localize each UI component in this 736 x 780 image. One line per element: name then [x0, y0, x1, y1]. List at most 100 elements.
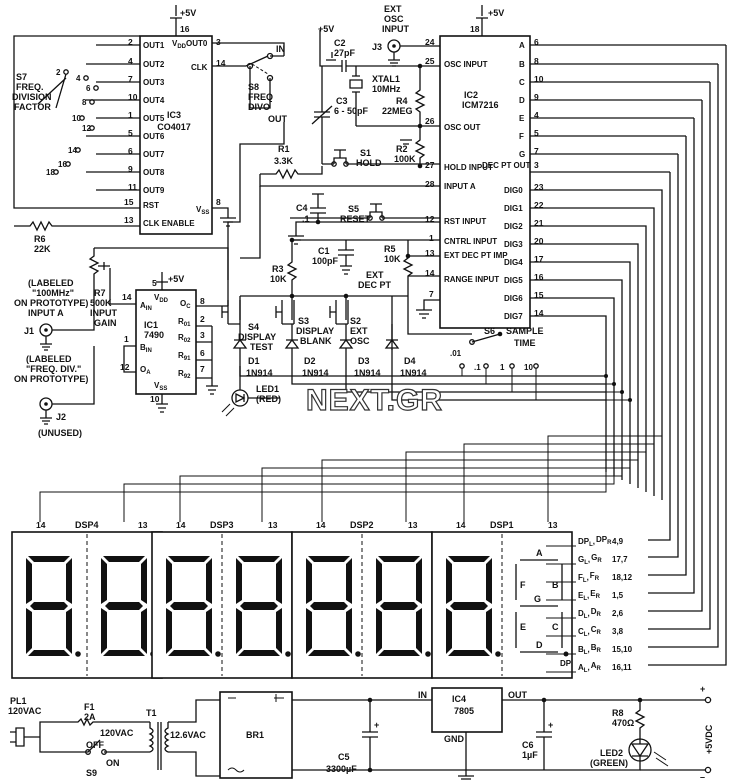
- j3-name: J3: [372, 42, 382, 52]
- s2-line2: EXT: [350, 326, 368, 336]
- ic1-ain-label: AIN: [140, 301, 152, 312]
- segment: [306, 608, 312, 654]
- s4-name: S4: [248, 322, 259, 332]
- xtal-value: 10MHz: [372, 84, 401, 94]
- c3-value: 6 - 50pF: [334, 106, 369, 116]
- digit: [376, 556, 431, 657]
- ic3-pin-vss: 8: [216, 197, 221, 207]
- segment: [486, 558, 492, 604]
- segment-bus-pins: 15,10: [612, 645, 633, 654]
- ic2-osc-input: OSC INPUT: [444, 60, 488, 69]
- br1-name: BR1: [246, 730, 264, 740]
- ic1-pin-oa: 12: [120, 362, 130, 372]
- s9-off[interactable]: OFF: [86, 740, 104, 750]
- c6-value: 1µF: [522, 750, 538, 760]
- r7-input-gain-pot[interactable]: R7 500K INPUT GAIN: [88, 247, 229, 328]
- s4-display-test-switch[interactable]: S4 DISPLAY TEST: [221, 300, 276, 352]
- ext-dec-pt-line1: EXT: [366, 270, 384, 280]
- segment-bus-label: GL,GR: [578, 553, 602, 566]
- seg-c-label: C: [552, 622, 559, 632]
- s7-position: 4: [76, 74, 81, 83]
- ic1-r01-label: R01: [178, 317, 191, 328]
- s3-display-blank-switch[interactable]: S3 DISPLAY BLANK: [275, 300, 334, 346]
- ic2-seg-pin: 6: [534, 37, 539, 47]
- s5-reset-switch[interactable]: S5 RESET: [290, 203, 440, 224]
- ic2-dig-pin: 22: [534, 200, 544, 210]
- ic1-supply: +5V: [168, 274, 184, 284]
- xtal-name: XTAL1: [372, 74, 400, 84]
- display-name: DSP1: [490, 520, 514, 530]
- segment: [28, 556, 70, 562]
- ic2-ext-dec-pt-imp: EXT DEC PT IMP: [444, 251, 508, 260]
- ic2-pin-gnd: 7: [429, 289, 434, 299]
- s6-contact: [483, 363, 489, 369]
- ic2-counter: IC2 ICM7216 OSC INPUT OSC OUT HOLD INPUT…: [416, 5, 544, 329]
- ic3-vss-label: VSS: [196, 205, 209, 216]
- decimal-point: [355, 651, 361, 657]
- j2-freq-div-jack[interactable]: (LABELED "FREQ. DIV." ON PROTOTYPE) J2 (…: [14, 346, 95, 438]
- led1-name: LED1: [256, 384, 279, 394]
- ic2-dig-label: DIG0: [504, 186, 523, 195]
- ic2-dig-pin: 20: [534, 236, 544, 246]
- diode-3: [338, 324, 606, 393]
- t1-primary: 120VAC: [100, 728, 134, 738]
- ic4-part: 7805: [454, 706, 474, 716]
- digit: [166, 556, 221, 657]
- s8-freq-div-switch[interactable]: IN S8 FREQ DIVO OUT: [212, 42, 288, 124]
- segment: [168, 556, 210, 562]
- ic3-supply: +5V: [180, 8, 196, 18]
- segment: [276, 558, 282, 604]
- r1-value: 3.3K: [274, 156, 294, 166]
- s6-line2: SAMPLE: [506, 326, 544, 336]
- j3-ext-osc-input[interactable]: EXT OSC INPUT J3: [372, 4, 440, 67]
- bus-wire: [648, 136, 687, 576]
- segment: [376, 558, 382, 604]
- dig-wire: [530, 297, 615, 476]
- r1-name: R1: [278, 144, 290, 154]
- ic2-pin-dec-pt: 3: [534, 160, 539, 170]
- ic2-dec-pt-out: DEC PT OUT: [482, 161, 531, 170]
- diode-4: [384, 324, 606, 401]
- ic2-seg-pin: 4: [534, 110, 539, 120]
- segment: [308, 650, 350, 656]
- s1-hold-switch[interactable]: S1 HOLD: [322, 148, 440, 169]
- s3-name: S3: [298, 316, 309, 326]
- s6-wire: [485, 368, 614, 385]
- pl1-vac: 120VAC: [8, 706, 42, 716]
- j1-input-a-jack[interactable]: (LABELED "100MHz" ON PROTOTYPE) INPUT A …: [14, 278, 95, 351]
- ic4-name: IC4: [452, 694, 466, 704]
- r4-value: 22MEG: [382, 106, 413, 116]
- ic3-out-pin: 9: [128, 164, 133, 174]
- r7-name: R7: [94, 288, 106, 298]
- display-pin-right: 13: [408, 520, 418, 530]
- display-pin-right: 13: [268, 520, 278, 530]
- segment: [103, 556, 145, 562]
- segment: [276, 608, 282, 654]
- supply-output: +5VDC: [704, 724, 714, 754]
- ic2-dig-label: DIG5: [504, 276, 523, 285]
- ic2-seg-label: A: [519, 41, 525, 50]
- c2-value: 27pF: [334, 48, 356, 58]
- dig-wire: [179, 475, 623, 522]
- ic3-out-label: OUT6: [143, 132, 165, 141]
- j1-note2: "100MHz": [32, 288, 74, 298]
- s6-position: 1: [500, 363, 505, 372]
- ic2-dig-label: DIG6: [504, 294, 523, 303]
- s9-on[interactable]: ON: [106, 758, 120, 768]
- segment-bus-label: BL,BR: [578, 643, 601, 656]
- dig-wire: [123, 476, 615, 522]
- ic1-part: 7490: [144, 330, 164, 340]
- decimal-point: [215, 651, 221, 657]
- ic2-supply: +5V: [488, 8, 504, 18]
- s2-ext-osc-switch[interactable]: S2 EXT OSC: [329, 300, 370, 346]
- ic2-dig-pin: 16: [534, 272, 544, 282]
- s8-out: OUT: [268, 114, 288, 124]
- s8-line2: FREQ: [248, 92, 273, 102]
- ic3-clk-enable-label: CLK ENABLE: [143, 219, 195, 228]
- ic2-seg-label: E: [519, 114, 525, 123]
- j1-note1: (LABELED: [28, 278, 74, 288]
